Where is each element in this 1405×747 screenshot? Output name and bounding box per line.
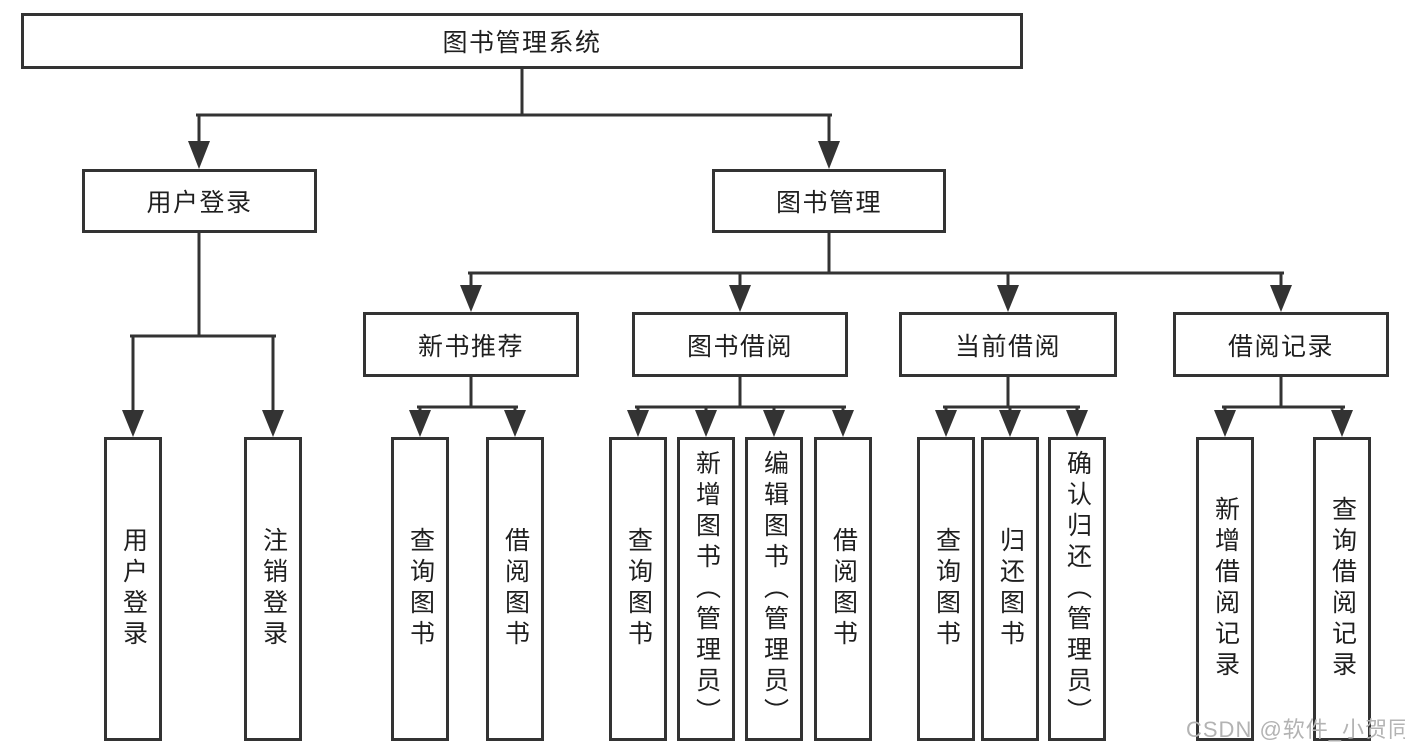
arrow-down-icon <box>818 141 840 169</box>
arrow-down-icon <box>729 285 751 312</box>
leaf-query-books-1: 查询图书 <box>391 437 449 741</box>
node-book-borrowing-label: 图书借阅 <box>686 332 793 361</box>
leaf-query-books-3: 查询图书 <box>917 437 975 741</box>
leaf-logout: 注销登录 <box>244 437 302 741</box>
node-new-book-recommend: 新书推荐 <box>363 312 579 377</box>
connector-bookborrow-to-leaves <box>635 375 846 416</box>
node-borrowing-records: 借阅记录 <box>1173 312 1389 377</box>
csdn-watermark: CSDN @软件_小贺同学 <box>1186 717 1405 742</box>
leaf-query-books-2: 查询图书 <box>609 437 667 741</box>
arrow-down-icon <box>122 410 144 437</box>
node-new-book-recommend-label: 新书推荐 <box>417 332 524 361</box>
leaf-query-books-3-label: 查询图书 <box>932 527 961 651</box>
leaf-edit-books-admin-label: 编辑图书（管理员） <box>760 449 789 729</box>
arrow-down-icon <box>504 410 526 437</box>
leaf-return-books-label: 归还图书 <box>996 527 1025 651</box>
leaf-query-borrow-record: 查询借阅记录 <box>1313 437 1371 741</box>
leaf-borrow-books-1-label: 借阅图书 <box>501 527 530 651</box>
connector-userlogin-to-leaves <box>130 231 276 416</box>
node-root-label: 图书管理系统 <box>442 29 602 57</box>
arrow-down-icon <box>695 410 717 437</box>
leaf-add-books-admin-label: 新增图书（管理员） <box>692 449 721 729</box>
leaf-query-books-2-label: 查询图书 <box>624 527 653 651</box>
arrow-down-icon <box>935 410 957 437</box>
leaf-logout-label: 注销登录 <box>259 527 288 651</box>
connector-bookmgmt-to-level3 <box>468 231 1284 292</box>
leaf-borrow-books-2-label: 借阅图书 <box>829 527 858 651</box>
leaf-return-books: 归还图书 <box>981 437 1039 741</box>
connector-lines <box>130 67 1345 416</box>
arrow-down-icon <box>1270 285 1292 312</box>
arrow-down-icon <box>1214 410 1236 437</box>
node-book-management-label: 图书管理 <box>775 189 882 217</box>
leaf-user-login-label: 用户登录 <box>119 527 148 651</box>
leaf-edit-books-admin: 编辑图书（管理员） <box>745 437 803 741</box>
leaf-borrow-books-2: 借阅图书 <box>814 437 872 741</box>
connector-currentborrow-to-leaves <box>943 375 1080 416</box>
arrow-down-icon <box>262 410 284 437</box>
node-user-login-label: 用户登录 <box>146 189 253 217</box>
node-book-borrowing: 图书借阅 <box>632 312 848 377</box>
arrow-down-icon <box>997 285 1019 312</box>
arrow-down-icon <box>409 410 431 437</box>
connector-newbook-to-leaves <box>417 375 518 416</box>
node-user-login: 用户登录 <box>82 169 317 233</box>
arrow-down-icon <box>188 141 210 169</box>
arrow-down-icon <box>1066 410 1088 437</box>
arrow-down-icon <box>460 285 482 312</box>
arrow-down-icon <box>999 410 1021 437</box>
arrow-down-icon <box>1331 410 1353 437</box>
arrow-down-icon <box>832 410 854 437</box>
arrow-down-icon <box>627 410 649 437</box>
leaf-borrow-books-1: 借阅图书 <box>486 437 544 741</box>
node-current-borrowing: 当前借阅 <box>899 312 1117 377</box>
node-book-management: 图书管理 <box>712 169 946 233</box>
leaf-add-books-admin: 新增图书（管理员） <box>677 437 735 741</box>
connector-borrowrecord-to-leaves <box>1222 375 1345 416</box>
arrowheads <box>122 141 1353 437</box>
node-current-borrowing-label: 当前借阅 <box>954 332 1061 361</box>
leaf-confirm-return-admin-label: 确认归还（管理员） <box>1063 449 1092 729</box>
leaf-confirm-return-admin: 确认归还（管理员） <box>1048 437 1106 741</box>
arrow-down-icon <box>763 410 785 437</box>
node-root: 图书管理系统 <box>21 13 1023 69</box>
leaf-query-borrow-record-label: 查询借阅记录 <box>1328 496 1357 682</box>
leaf-query-books-1-label: 查询图书 <box>406 527 435 651</box>
connector-root-to-level2 <box>196 67 832 148</box>
leaf-add-borrow-record-label: 新增借阅记录 <box>1211 496 1240 682</box>
leaf-user-login: 用户登录 <box>104 437 162 741</box>
leaf-add-borrow-record: 新增借阅记录 <box>1196 437 1254 741</box>
node-borrowing-records-label: 借阅记录 <box>1227 332 1334 361</box>
